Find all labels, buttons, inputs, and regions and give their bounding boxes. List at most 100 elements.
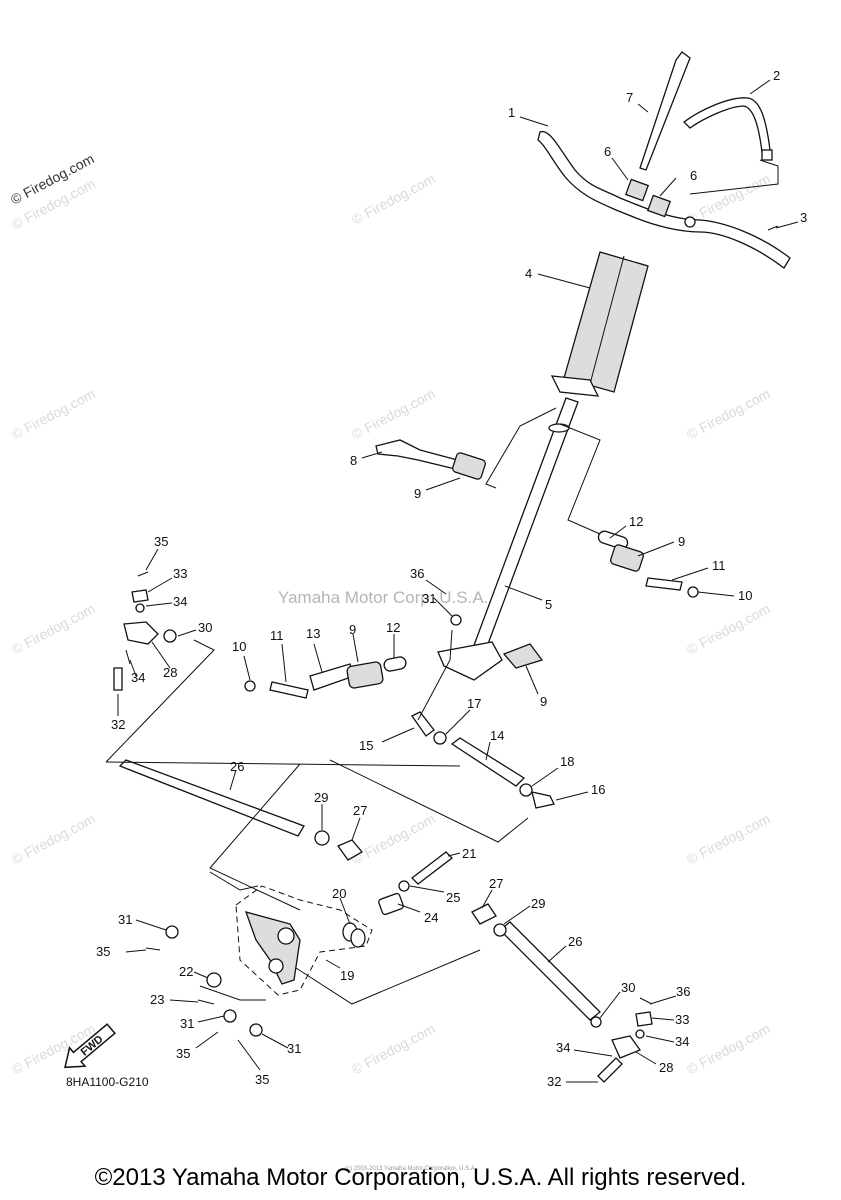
grip-end — [761, 149, 773, 161]
part-label: 24 — [424, 910, 438, 925]
cotter-35-left — [145, 947, 161, 951]
steering-column-shaft — [469, 397, 579, 661]
nut-31 — [450, 614, 462, 626]
tie-rod-26-lower — [499, 921, 601, 1021]
part-label: 11 — [270, 628, 284, 643]
copyright-footer: ©2013 Yamaha Motor Corporation, U.S.A. A… — [94, 1164, 747, 1191]
part-label: 33 — [173, 566, 187, 581]
column-collar — [548, 423, 570, 433]
watermark: © Firedog.com — [349, 1020, 438, 1077]
part-label: 16 — [591, 782, 605, 797]
part-label: 20 — [332, 886, 346, 901]
part-label: 26 — [568, 934, 582, 949]
part-label: 36 — [410, 566, 424, 581]
part-label: 31 — [422, 591, 436, 606]
part-label: 35 — [154, 534, 168, 549]
throttle-cable — [639, 51, 691, 171]
holder-9-left — [346, 661, 384, 689]
part-label: 5 — [545, 597, 552, 612]
part-label: 27 — [489, 876, 503, 891]
nut-33 — [131, 589, 149, 603]
watermark: © Firedog.com — [9, 385, 98, 442]
watermark: © Firedog.com — [349, 170, 438, 227]
part-label: 3 — [800, 210, 807, 225]
part-label: 35 — [176, 1046, 190, 1061]
watermark: © Firedog.com — [349, 810, 438, 867]
relay-arm-assembly — [145, 851, 453, 1037]
part-label: 13 — [306, 626, 320, 641]
right-ball-joint — [597, 997, 653, 1083]
tie-rod-end-27 — [337, 839, 363, 861]
relay-arm-boss — [277, 927, 295, 945]
watermark: © Firedog.com — [684, 385, 773, 442]
diagram-code: 8HA1100-G210 — [66, 1075, 149, 1089]
part-label: 26 — [230, 759, 244, 774]
left-ball-joint — [113, 571, 177, 691]
nut-30-right — [590, 1016, 602, 1028]
part-label: 12 — [386, 620, 400, 635]
part-label: 7 — [626, 90, 633, 105]
watermark: © Firedog.com — [9, 600, 98, 657]
part-label: 34 — [556, 1040, 570, 1055]
screw-3 — [767, 225, 779, 231]
part-label: 6 — [690, 168, 697, 183]
washer-22 — [206, 972, 222, 988]
part-label: 9 — [349, 622, 356, 637]
bolt-21 — [411, 851, 453, 885]
ball-joint-28-right — [611, 1035, 642, 1059]
part-label: 18 — [560, 754, 574, 769]
holder-9-right — [610, 544, 644, 572]
nut-31-lower — [223, 1009, 237, 1023]
part-label: 35 — [255, 1072, 269, 1087]
part-label: 25 — [446, 890, 460, 905]
handlebar-holder-upper — [624, 178, 650, 202]
part-label: 15 — [359, 738, 373, 753]
part-label: 36 — [676, 984, 690, 999]
relay-arm-boss-lower — [268, 958, 284, 974]
part-label: 34 — [131, 670, 145, 685]
part-label: 31 — [287, 1041, 301, 1056]
small-notice: (c) 2003-2013 Yamaha Motor Corporation, … — [345, 1166, 477, 1172]
boot-34 — [125, 649, 131, 665]
part-label: 14 — [490, 728, 504, 743]
part-label: 23 — [150, 992, 164, 1007]
nut-18 — [519, 783, 533, 797]
part-label: 10 — [232, 639, 246, 654]
tie-rod-26-upper — [118, 759, 305, 837]
part-label: 2 — [773, 68, 780, 83]
spacer-29 — [314, 830, 330, 846]
part-label: 19 — [340, 968, 354, 983]
part-label: 32 — [547, 1074, 561, 1089]
steering-column-plate — [550, 375, 600, 397]
collar-12-left — [383, 656, 407, 672]
bolt-11-right — [645, 577, 683, 591]
part-label: 30 — [198, 620, 212, 635]
washer-25 — [398, 880, 410, 892]
holder-9 — [452, 452, 486, 480]
part-label: 28 — [659, 1060, 673, 1075]
part-label: 17 — [467, 696, 481, 711]
watermark-layer: © Firedog.com © Firedog.com © Firedog.co… — [8, 150, 773, 1077]
watermark: © Firedog.com — [349, 385, 438, 442]
nut-10 — [244, 680, 256, 692]
part-label: 10 — [738, 588, 752, 603]
leader-lines — [105, 159, 779, 1005]
tie-rod-end-16 — [531, 791, 555, 809]
tie-rod-end-27-right — [471, 903, 497, 925]
washer-34 — [135, 603, 145, 613]
handlebar-holder-lower — [646, 194, 672, 218]
cotter-35-right — [639, 997, 653, 1005]
part-label: 27 — [353, 803, 367, 818]
part-label: 35 — [96, 944, 110, 959]
part-label: 32 — [111, 717, 125, 732]
nut-33-right — [635, 1011, 653, 1027]
part-label: 9 — [414, 486, 421, 501]
handlebar-grip-cover — [683, 97, 771, 153]
part-label: 31 — [118, 912, 132, 927]
part-label: 34 — [675, 1034, 689, 1049]
part-label: 9 — [678, 534, 685, 549]
part-label: 28 — [163, 665, 177, 680]
part-label: 11 — [712, 558, 726, 573]
tie-rod-assembly — [118, 711, 602, 1028]
part-label: 29 — [314, 790, 328, 805]
